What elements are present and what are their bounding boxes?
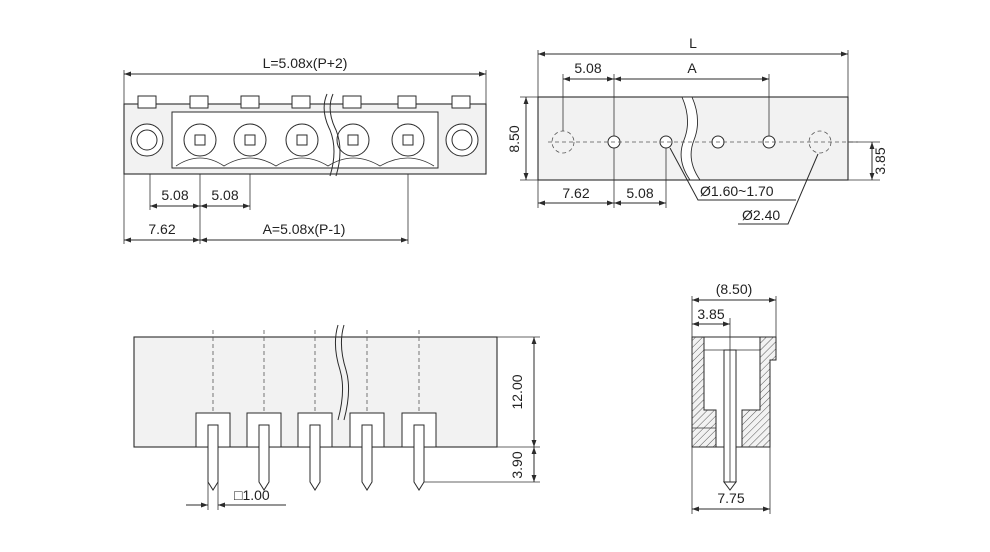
dim-row-offset: 3.85 [872,147,888,174]
dim-body-height: 12.00 [509,374,525,409]
dim-length: L [689,35,697,51]
top-right-view: L 5.08 A 8.50 3.85 7.62 5.08 Ø1.60~1.70 … [506,35,888,225]
dim-pitch-top: 5.08 [574,60,601,76]
dim-height: 8.50 [506,125,522,152]
dim-pitch-2: 5.08 [211,187,238,203]
dim-offset-bottom: 7.62 [562,185,589,201]
pins [195,330,437,491]
dim-pin-offset: 3.85 [697,306,724,322]
dim-offset: 7.62 [148,221,175,237]
screw-terminals [183,123,425,157]
dim-overall-length: L=5.08x(P+2) [263,55,348,71]
dim-span: A=5.08x(P-1) [263,221,346,237]
dim-pin-length: 3.90 [509,451,525,478]
dim-depth: (8.50) [716,281,753,297]
top-left-view: L=5.08x(P+2) 5.08 5.08 7.62 A=5.08x(P-1) [123,55,487,244]
front-view: 12.00 3.90 □1.00 [133,324,540,510]
flange-hole-left [130,123,164,157]
latch-tabs [137,95,471,109]
side-view: (8.50) 3.85 7.75 [691,281,777,514]
flange-hole-right [445,123,479,157]
dim-pin-square: □1.00 [234,487,270,503]
dim-hole-dia: Ø1.60~1.70 [700,183,774,199]
dim-pitch-bottom: 5.08 [626,185,653,201]
dim-width: 7.75 [717,490,744,506]
dim-flange-hole-dia: Ø2.40 [742,207,780,223]
dim-pitch-1: 5.08 [161,187,188,203]
dim-span-a: A [687,60,697,76]
